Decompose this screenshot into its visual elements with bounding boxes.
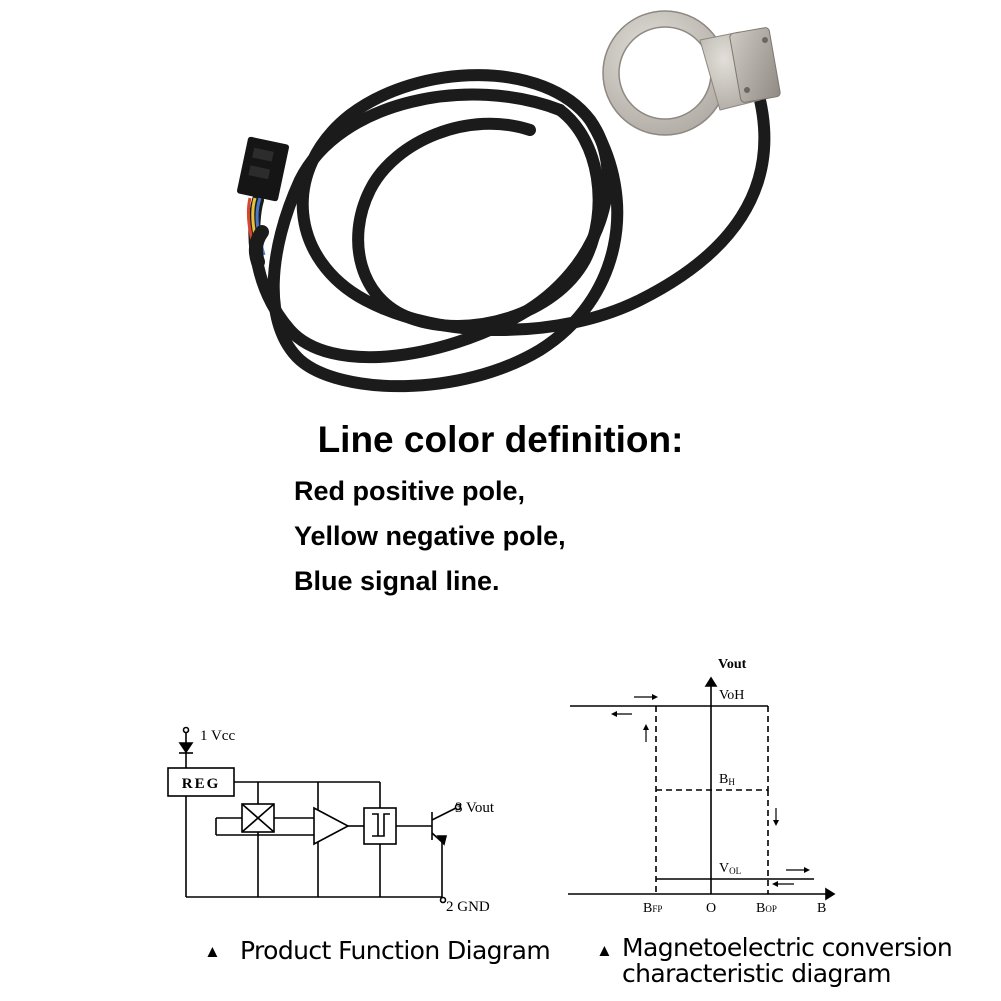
origin-label: O bbox=[706, 901, 716, 916]
vol-label: VOL bbox=[719, 861, 741, 876]
bfp-label: BFP bbox=[643, 901, 662, 916]
caption-marker-left: ▲ bbox=[204, 942, 221, 961]
definition-blue: Blue signal line. bbox=[294, 566, 500, 596]
pin-vcc-label: 1 Vcc bbox=[200, 728, 235, 744]
y-axis-label: Vout bbox=[718, 657, 747, 672]
sensor-product-photo bbox=[236, 10, 781, 393]
sensor-ring bbox=[602, 10, 781, 136]
line-color-heading: Line color definition: bbox=[317, 419, 684, 460]
cable bbox=[248, 69, 771, 393]
x-axis-label: B bbox=[817, 901, 826, 916]
conversion-diagram bbox=[568, 676, 836, 901]
connector bbox=[236, 136, 290, 202]
conversion-diagram-caption-line1: Magnetoelectric conversion bbox=[622, 933, 953, 962]
voh-label: VoH bbox=[719, 688, 744, 703]
caption-marker-right: ▲ bbox=[596, 941, 613, 960]
definition-yellow: Yellow negative pole, bbox=[294, 521, 566, 551]
pin-gnd-label: 2 GND bbox=[446, 899, 490, 915]
product-function-diagram bbox=[167, 726, 462, 904]
bop-label: BOP bbox=[756, 901, 777, 916]
diagrams-area: 1 Vcc REG 3 Vout 2 GND Vout VoH BH VOL B… bbox=[167, 657, 836, 916]
reg-label: REG bbox=[182, 776, 221, 792]
bh-label: BH bbox=[719, 772, 735, 787]
conversion-diagram-caption-line2: characteristic diagram bbox=[622, 959, 891, 988]
function-diagram-caption: Product Function Diagram bbox=[240, 936, 551, 965]
pin-vout-label: 3 Vout bbox=[455, 800, 495, 816]
definition-red: Red positive pole, bbox=[294, 476, 526, 506]
